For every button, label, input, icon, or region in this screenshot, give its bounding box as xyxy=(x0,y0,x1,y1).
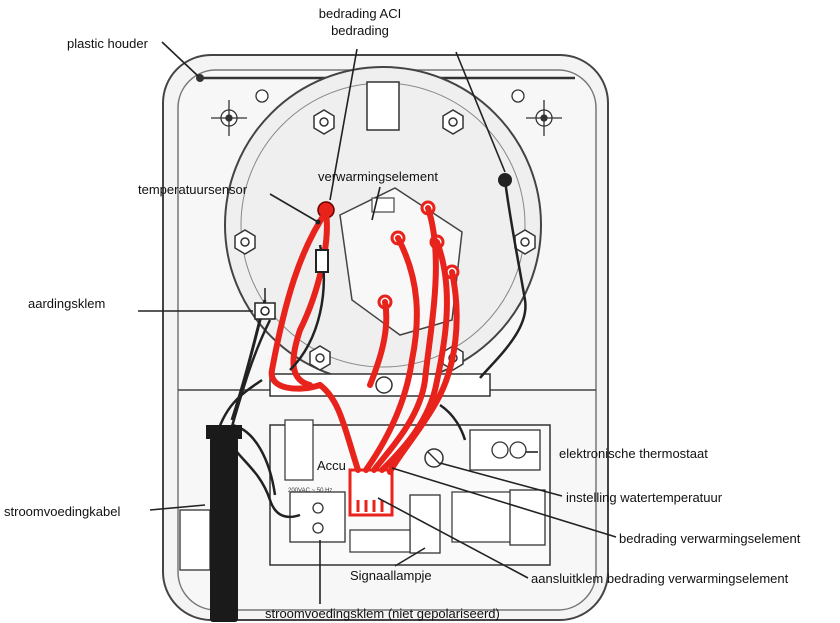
label-stroomvoedingkabel: stroomvoedingkabel xyxy=(4,504,121,519)
element-tab xyxy=(371,197,395,213)
label-accu: Accu xyxy=(317,458,346,473)
rail-screw xyxy=(375,376,393,394)
label-temperatuursensor: temperatuursensor xyxy=(138,182,248,197)
label-signaallampje: Signaallampje xyxy=(350,568,432,583)
leader-lines xyxy=(138,41,617,604)
label-instelling-watertemperatuur: instelling watertemperatuur xyxy=(566,490,723,505)
mount-bolt-right xyxy=(526,100,562,136)
power-terminal-screw xyxy=(312,502,324,514)
indicator-lamp-box xyxy=(409,494,441,554)
grounding-clamp xyxy=(254,288,276,320)
label-aansluitklem: aansluitklem bedrading verwarmingselemen… xyxy=(531,571,789,586)
thermostat-coil-b xyxy=(509,441,527,459)
screw-dot-b xyxy=(511,89,525,103)
mount-bolt-left xyxy=(211,100,247,136)
label-stroomvoedingsklem: stroomvoedingsklem (niet gepolariseerd) xyxy=(265,606,500,621)
side-bracket-right xyxy=(509,489,546,546)
cable-grommet xyxy=(206,425,242,439)
label-bedrading-aci: bedrading ACI xyxy=(318,6,402,21)
connector-pins xyxy=(356,500,384,512)
label-verwarmingselement: verwarmingselement xyxy=(318,169,438,184)
label-bedrading-verwarmingselement: bedrading verwarmingselement xyxy=(619,531,801,546)
top-bracket xyxy=(366,81,400,131)
power-cable xyxy=(210,437,238,622)
sensor-connector xyxy=(315,249,329,273)
sensor-black-node xyxy=(498,173,512,187)
power-terminal-block xyxy=(289,491,346,543)
dial-slot xyxy=(427,451,441,465)
board-voltage-text: 200VAC ~ 50 Hz xyxy=(288,488,332,494)
thermostat-coil-a xyxy=(491,441,509,459)
label-aardingsklem: aardingsklem xyxy=(28,296,106,311)
capacitor xyxy=(284,419,314,481)
relay-box xyxy=(451,491,513,543)
power-terminal-screw-b xyxy=(312,522,324,534)
wiring-terminal-connector xyxy=(348,468,394,517)
board-component xyxy=(349,529,411,553)
label-elektronische-thermostaat: elektronische thermostaat xyxy=(559,446,708,461)
red-wiring xyxy=(268,205,460,475)
screw-dot-a xyxy=(255,89,269,103)
label-plastic-houder: plastic houder xyxy=(67,36,148,51)
label-bedrading: bedrading xyxy=(331,23,389,38)
side-bracket-left xyxy=(179,509,211,571)
leader-dot xyxy=(315,219,321,225)
